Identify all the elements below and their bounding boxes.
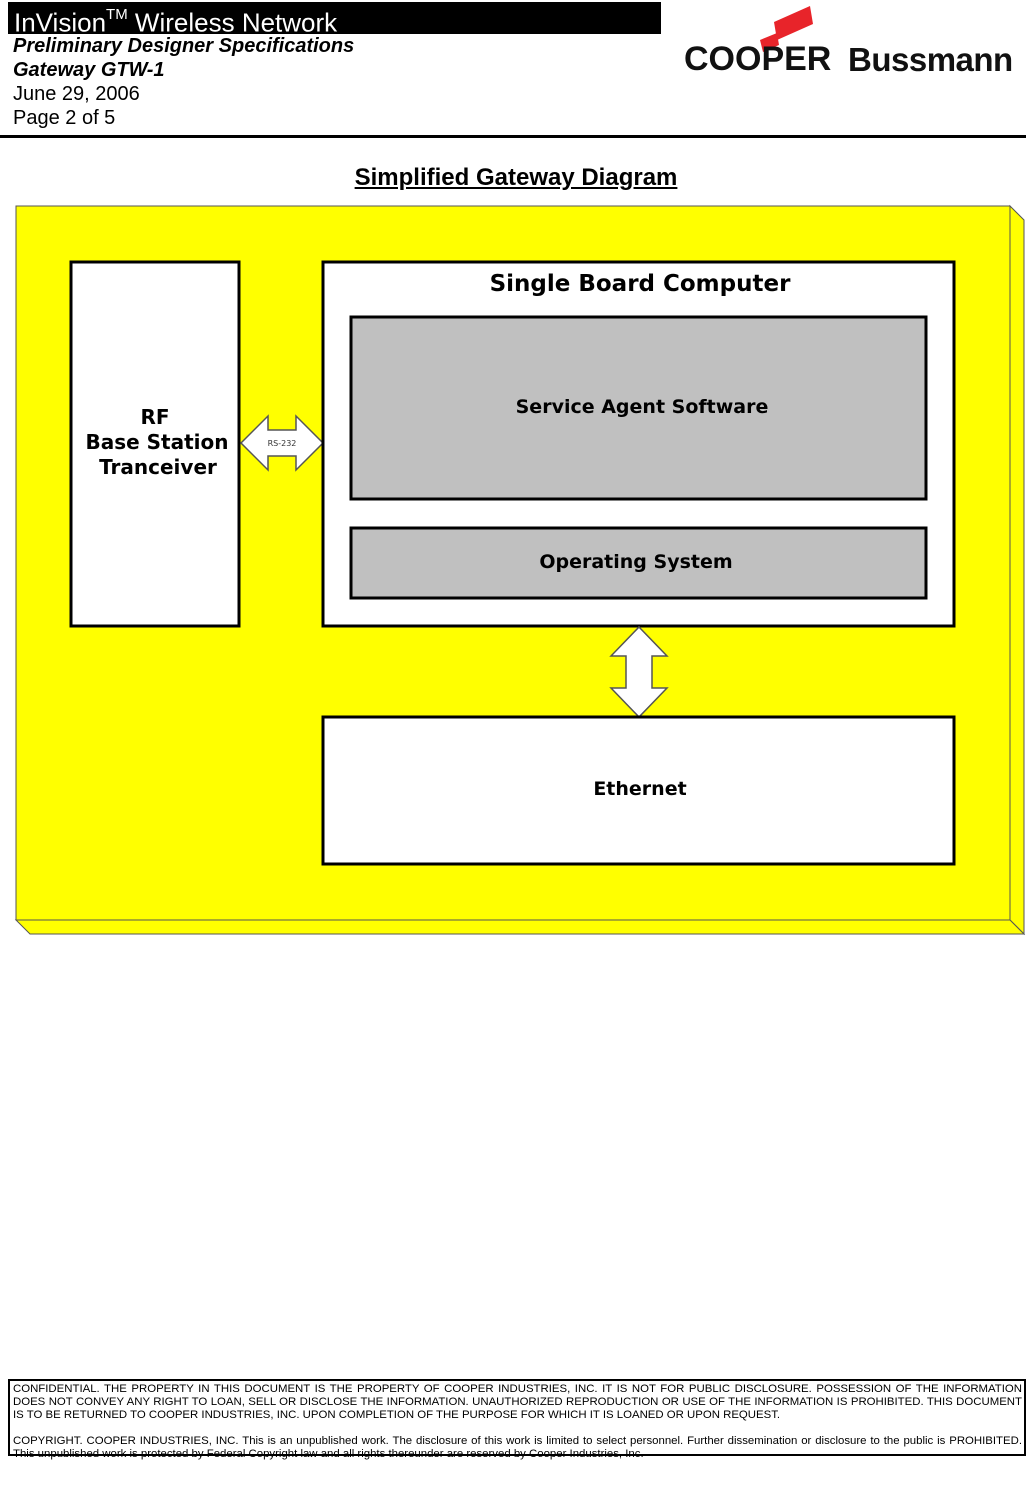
panel-side-face <box>1009 204 1025 936</box>
copyright-notice: COPYRIGHT. COOPER INDUSTRIES, INC. This … <box>13 1435 1022 1460</box>
panel-bottom-face <box>14 919 1026 935</box>
doc-type: Preliminary Designer Specifications <box>13 35 355 57</box>
logo-word-bussmann: Bussmann <box>848 41 1013 78</box>
section-title: Simplified Gateway Diagram <box>354 164 678 191</box>
page-number: Page 2 of 5 <box>13 107 116 129</box>
legal-footer: CONFIDENTIAL. THE PROPERTY IN THIS DOCUM… <box>8 1379 1026 1460</box>
model-name: Gateway GTW-1 <box>13 59 165 81</box>
operating-system-label: Operating System <box>539 551 732 573</box>
rf-label-line2: Base Station <box>85 430 228 454</box>
product-name: InVision <box>14 7 107 38</box>
rf-label-line3: Tranceiver <box>99 455 217 479</box>
service-agent-software-box <box>349 315 928 501</box>
sbc-title: Single Board Computer <box>490 271 792 297</box>
product-suffix: Wireless Network <box>127 7 338 38</box>
rs232-label: RS-232 <box>268 439 297 448</box>
document-title-bar: InVisionTM Wireless Network <box>8 2 661 38</box>
doc-date: June 29, 2006 <box>13 83 140 105</box>
ethernet-label: Ethernet <box>593 778 686 800</box>
trademark-mark: TM <box>106 6 128 23</box>
rf-transceiver-box <box>69 260 241 628</box>
gateway-diagram: RF Base Station Tranceiver RS-232 Single… <box>14 204 1026 936</box>
cooper-bussmann-logo: COOPER Bussmann <box>680 0 1015 80</box>
logo-word-cooper: COOPER <box>684 40 832 78</box>
logo-flag-icon <box>760 6 813 52</box>
ethernet-box <box>321 715 956 866</box>
confidential-notice: CONFIDENTIAL. THE PROPERTY IN THIS DOCUM… <box>13 1383 1022 1421</box>
service-agent-label: Service Agent Software <box>516 396 769 418</box>
operating-system-box <box>349 526 928 600</box>
rf-label-line1: RF <box>140 405 169 429</box>
header-rule <box>0 135 1026 138</box>
